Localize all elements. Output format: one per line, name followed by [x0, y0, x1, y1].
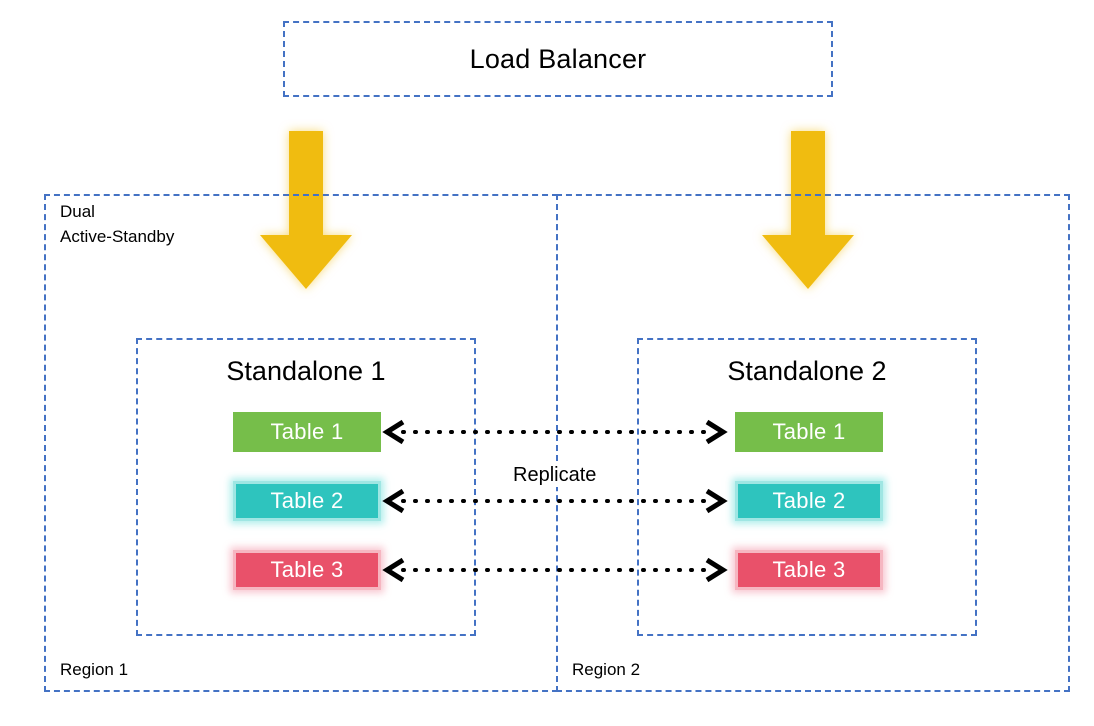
standalone-1-table-2[interactable]: Table 2 [233, 481, 381, 521]
region-1-label: Region 1 [60, 660, 129, 679]
standalone-1-title: Standalone 1 [226, 356, 386, 386]
standalone-2-table-2[interactable]: Table 2 [735, 481, 883, 521]
table-chip-label: Table 3 [772, 557, 846, 582]
load-balancer-label: Load Balancer [469, 43, 647, 74]
standalone-1-table-1[interactable]: Table 1 [233, 412, 381, 452]
mode-caption: Dual Active-Standby [60, 202, 175, 246]
table-chip-label: Table 1 [772, 419, 846, 444]
down-arrow-left-icon [260, 131, 352, 289]
down-arrow-right-icon [762, 131, 854, 289]
table-chip-label: Table 2 [270, 488, 344, 513]
replicate-label: Replicate [509, 464, 601, 487]
standalone-2-table-1[interactable]: Table 1 [735, 412, 883, 452]
region-2-label: Region 2 [572, 660, 641, 679]
standalone-1-box[interactable]: Standalone 1 [136, 338, 476, 636]
standalone-2-title: Standalone 2 [727, 356, 887, 386]
region-2-box[interactable]: Region 2 [556, 194, 1070, 692]
load-balancer-box[interactable]: Load Balancer [283, 21, 833, 97]
table-chip-label: Table 3 [270, 557, 344, 582]
standalone-2-table-3[interactable]: Table 3 [735, 550, 883, 590]
standalone-1-table-3[interactable]: Table 3 [233, 550, 381, 590]
standalone-2-box[interactable]: Standalone 2 [637, 338, 977, 636]
table-chip-label: Table 2 [772, 488, 846, 513]
table-chip-label: Table 1 [270, 419, 344, 444]
